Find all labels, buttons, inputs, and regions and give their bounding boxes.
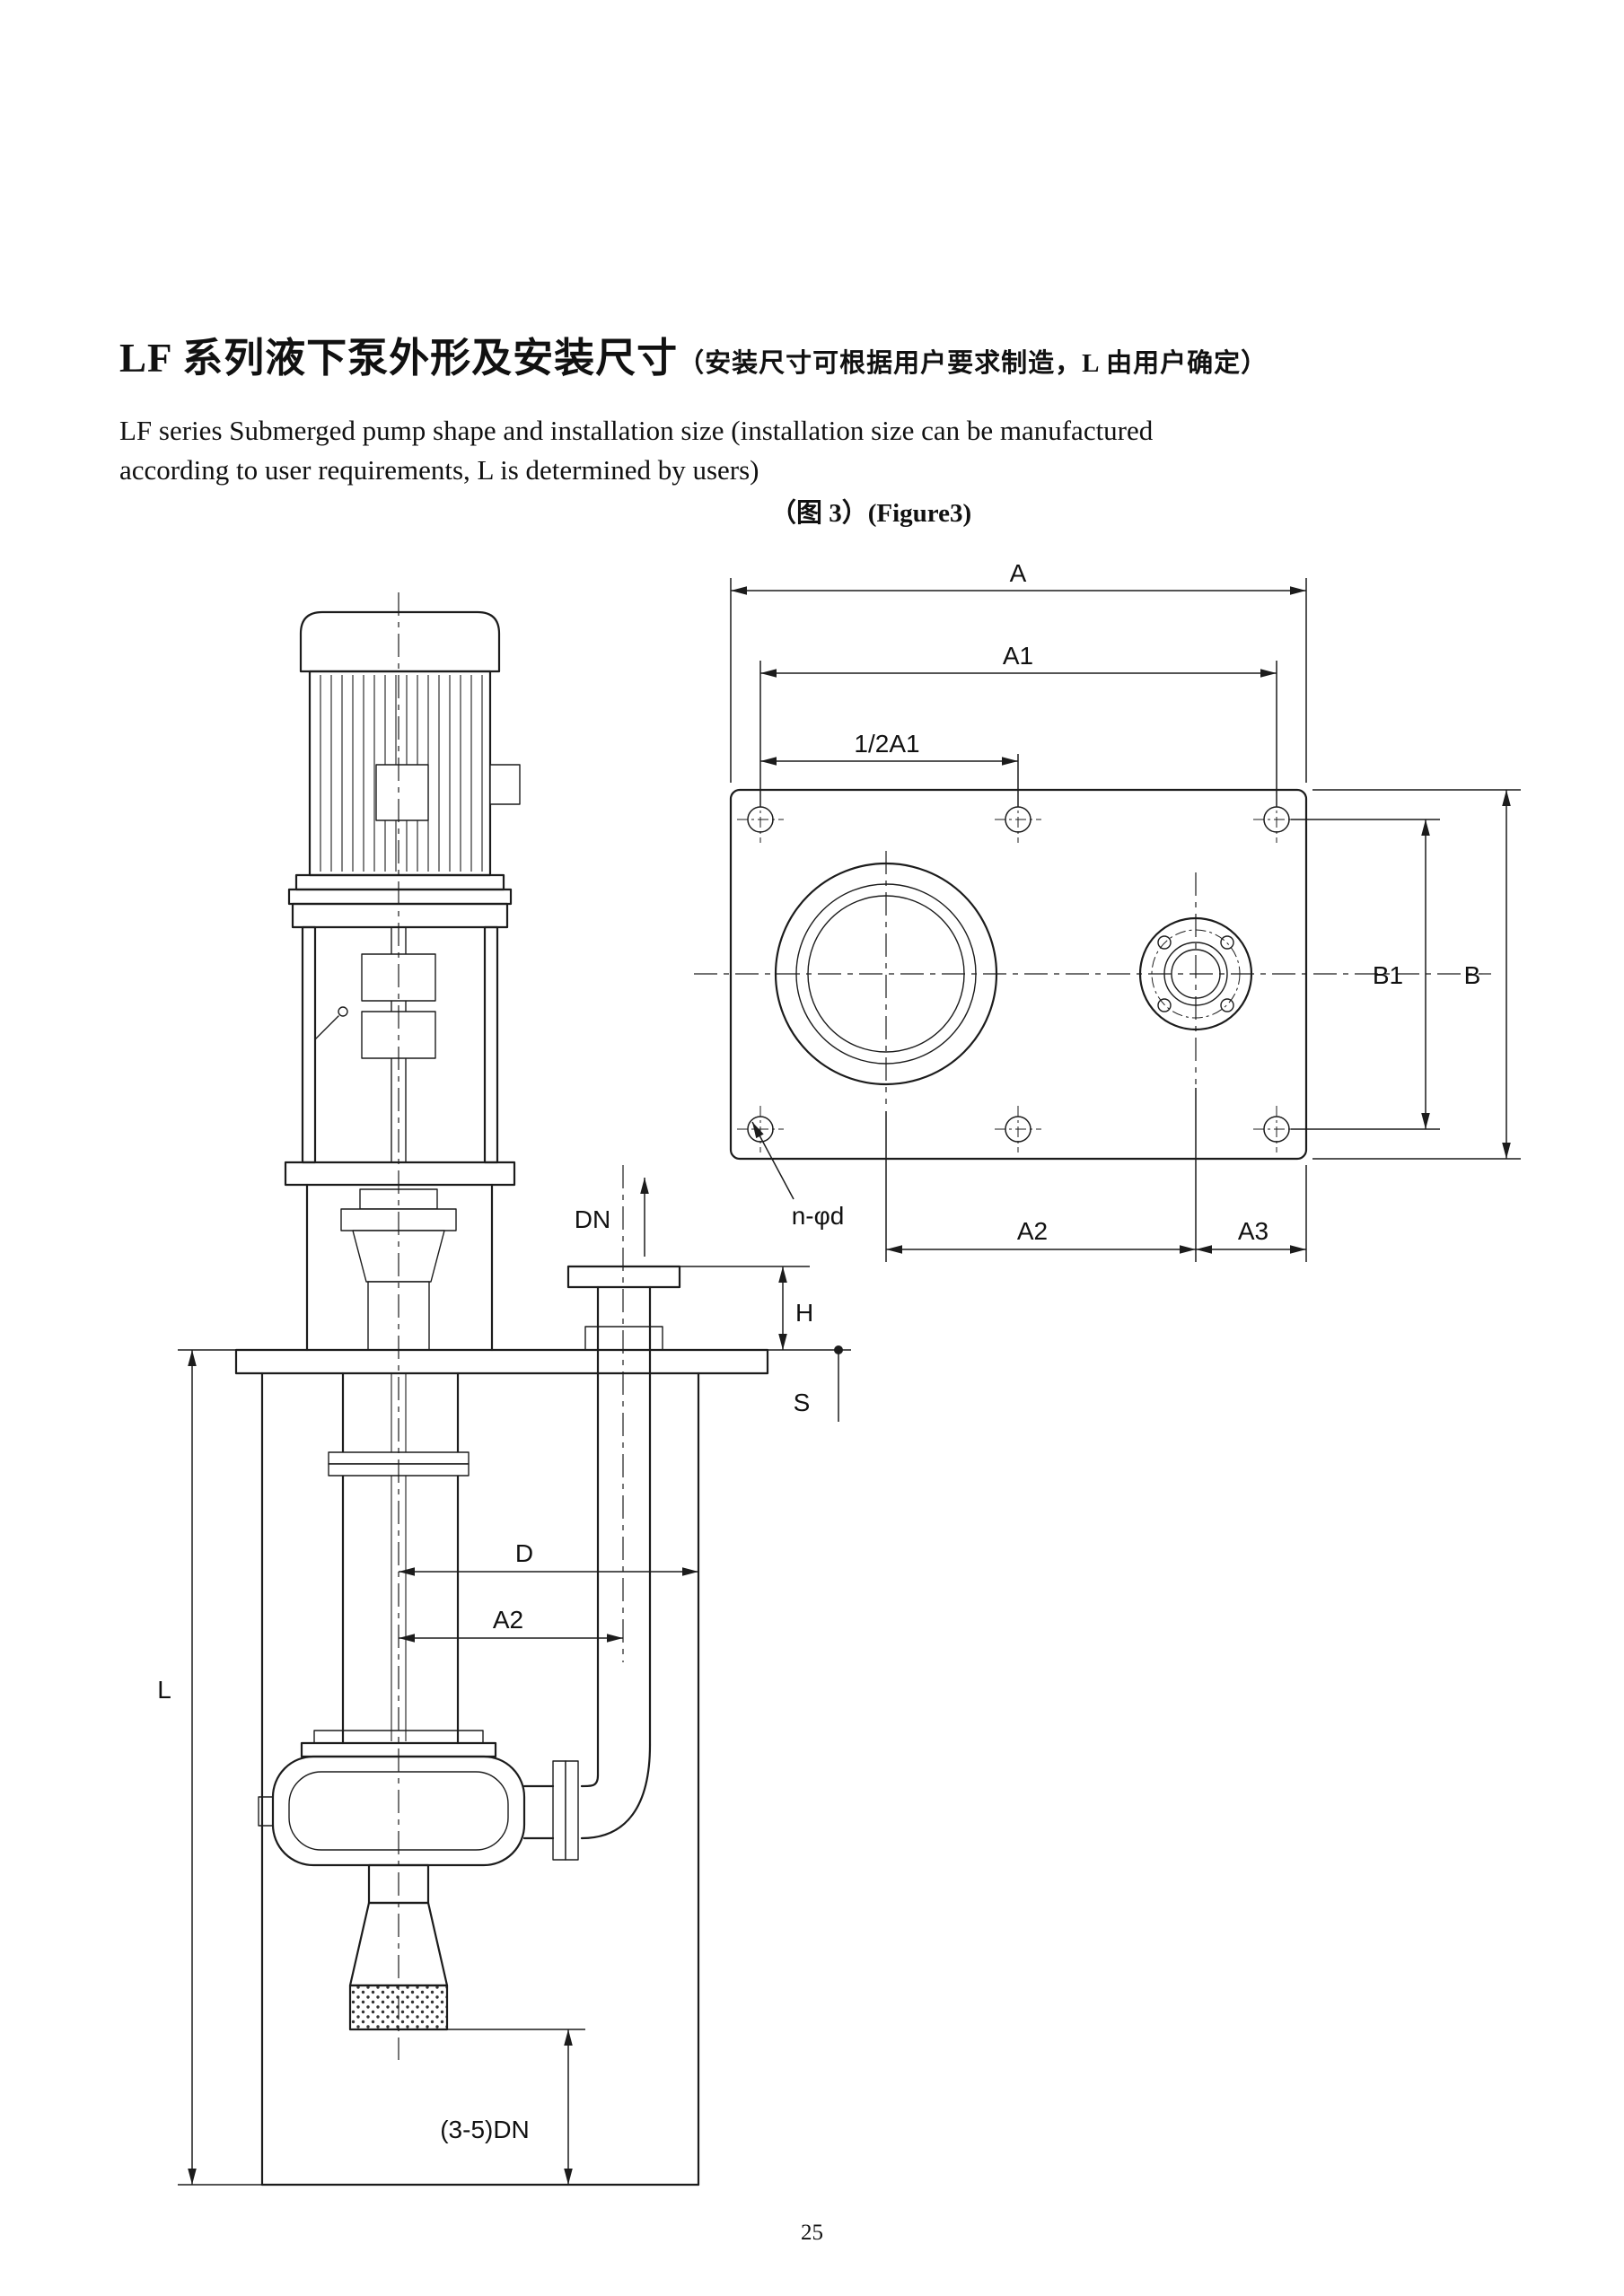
page-subtitle: LF series Submerged pump shape and insta… — [119, 411, 1421, 490]
motor-terminal-box — [489, 764, 521, 805]
dim-label-d: D — [515, 1539, 533, 1567]
side-view: H S DN D A2 L — [157, 592, 851, 2186]
dim-label-bolt-holes: n-φd — [792, 1202, 845, 1230]
support-stand — [305, 1183, 494, 1352]
discharge-flange — [566, 1265, 681, 1289]
dim-label-half-a1: 1/2A1 — [854, 730, 919, 758]
drain-boss — [258, 1796, 274, 1827]
motor-nameplate — [375, 764, 429, 821]
elbow-inner — [580, 1774, 600, 1788]
dim-label-dn: DN — [575, 1205, 610, 1233]
dim-label-l: L — [157, 1676, 171, 1704]
motor — [287, 610, 521, 906]
grease-fitting — [314, 1015, 339, 1040]
centerlines-side — [398, 592, 624, 2060]
figure-caption: （图 3）(Figure3) — [770, 499, 972, 528]
discharge-pipe — [522, 1265, 681, 1861]
dimensions-plan: A A1 1/2A1 B1 B — [730, 559, 1521, 1262]
dim-label-s: S — [794, 1389, 811, 1416]
dimensions-side: H S DN D A2 L — [157, 1178, 851, 2186]
subtitle-line-2: according to user requirements, L is det… — [119, 454, 759, 486]
plan-view: A A1 1/2A1 B1 B — [694, 559, 1521, 1262]
page-title-note: （安装尺寸可根据用户要求制造，L 由用户确定） — [678, 349, 1268, 378]
dim-label-a2-side: A2 — [493, 1606, 523, 1634]
dim-label-h: H — [795, 1299, 813, 1327]
motor-base-flange — [294, 873, 505, 891]
column-pipe — [328, 1371, 470, 1745]
pump-casing — [258, 1730, 526, 2031]
plate-collar — [584, 1326, 663, 1351]
page-number: 25 — [801, 2221, 823, 2245]
dim-label-b1: B1 — [1373, 961, 1403, 989]
centerlines-plan — [694, 851, 1491, 1104]
page-title-zh: LF 系列液下泵外形及安装尺寸 — [119, 336, 679, 381]
coupling-frame — [284, 902, 516, 1187]
dim-label-a3: A3 — [1238, 1217, 1268, 1245]
dim-label-a2-plan: A2 — [1017, 1217, 1048, 1245]
elbow-flange-pair — [552, 1760, 566, 1861]
elbow-outer — [580, 1743, 652, 1840]
bolt-hole-leader — [751, 1121, 794, 1200]
dim-label-a: A — [1010, 559, 1027, 587]
subtitle-line-1: LF series Submerged pump shape and insta… — [119, 415, 1154, 446]
mounting-plate-side — [234, 1348, 769, 1375]
dim-label-b: B — [1464, 961, 1481, 989]
dim-label-a1: A1 — [1003, 642, 1033, 670]
dim-label-bottom-clearance: (3-5)DN — [440, 2116, 530, 2143]
page-title: LF 系列液下泵外形及安装尺寸（安装尺寸可根据用户要求制造，L 由用户确定） — [119, 325, 1268, 383]
tank-outline — [260, 1371, 700, 2186]
